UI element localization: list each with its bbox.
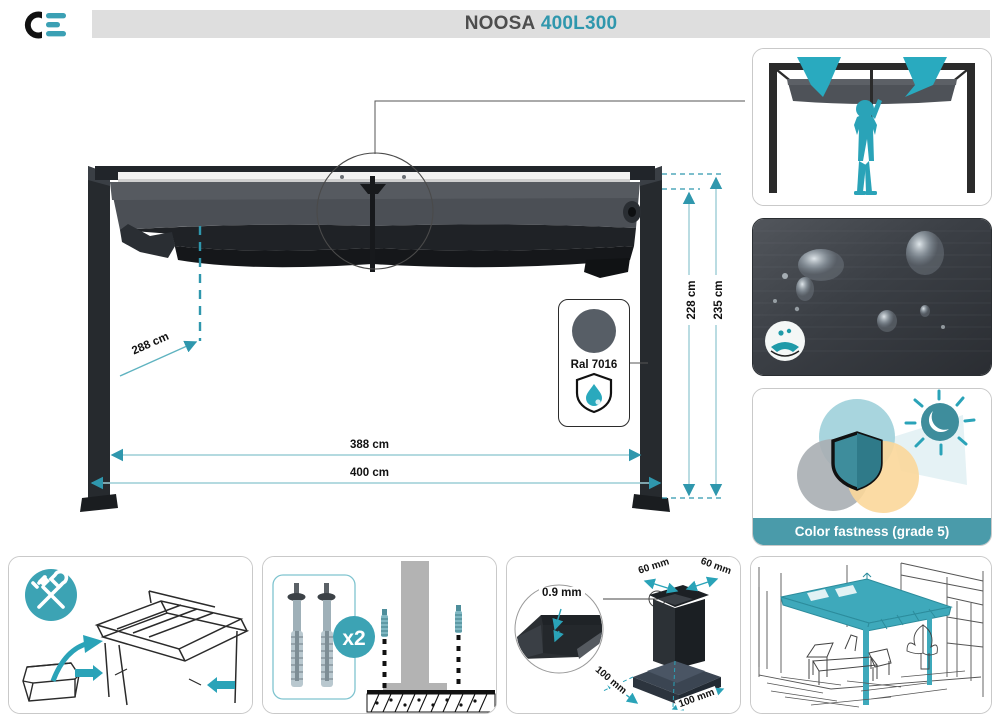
shield-icon bbox=[831, 431, 883, 491]
ral-color-badge: Ral 7016 bbox=[558, 299, 630, 427]
dimension-label-height-inner: 228 cm bbox=[686, 275, 698, 325]
panel-assembly-instructions bbox=[8, 556, 253, 714]
ral-color-label: Ral 7016 bbox=[570, 359, 618, 371]
panel-terrace-scene bbox=[750, 556, 992, 714]
title-brand: NOOSA bbox=[464, 13, 536, 34]
water-repellent-shield-icon bbox=[575, 372, 613, 414]
panel-water-repellent-fabric bbox=[752, 218, 992, 376]
anchor-quantity-label: x2 bbox=[342, 627, 365, 650]
title-model: 400L300 bbox=[540, 13, 618, 34]
water-beading-badge-icon bbox=[765, 321, 805, 361]
dimension-label-height-outer: 235 cm bbox=[713, 275, 725, 325]
page-title: NOOSA 400L300 bbox=[465, 13, 618, 35]
dimension-label-width-outer: 400 cm bbox=[347, 467, 393, 479]
panel-color-fastness: Color fastness (grade 5) bbox=[752, 388, 992, 546]
person-silhouette-icon bbox=[854, 99, 882, 195]
color-fastness-caption-bar: Color fastness (grade 5) bbox=[753, 518, 991, 545]
ce-logo-icon bbox=[12, 6, 84, 44]
sun-icon bbox=[904, 389, 976, 456]
ral-color-swatch bbox=[572, 309, 616, 353]
slide-arrow-icon bbox=[797, 57, 947, 97]
wrench-screwdriver-icon bbox=[25, 569, 77, 621]
main-diagram: 288 cm 228 cm 235 cm 388 cm 400 cm Ral 7… bbox=[0, 46, 745, 551]
title-bar: NOOSA 400L300 bbox=[92, 10, 990, 38]
panel-ground-anchors: x2 bbox=[262, 556, 497, 714]
header: NOOSA 400L300 bbox=[0, 0, 1000, 46]
color-fastness-caption: Color fastness (grade 5) bbox=[794, 524, 950, 539]
dimension-label-width-inner: 388 cm bbox=[347, 439, 393, 451]
panel-post-dimensions: 0.9 mm 60 mm 60 mm 100 mm 100 mm bbox=[506, 556, 741, 714]
post-label-thickness: 0.9 mm bbox=[539, 587, 585, 599]
panel-canopy-operation bbox=[752, 48, 992, 206]
